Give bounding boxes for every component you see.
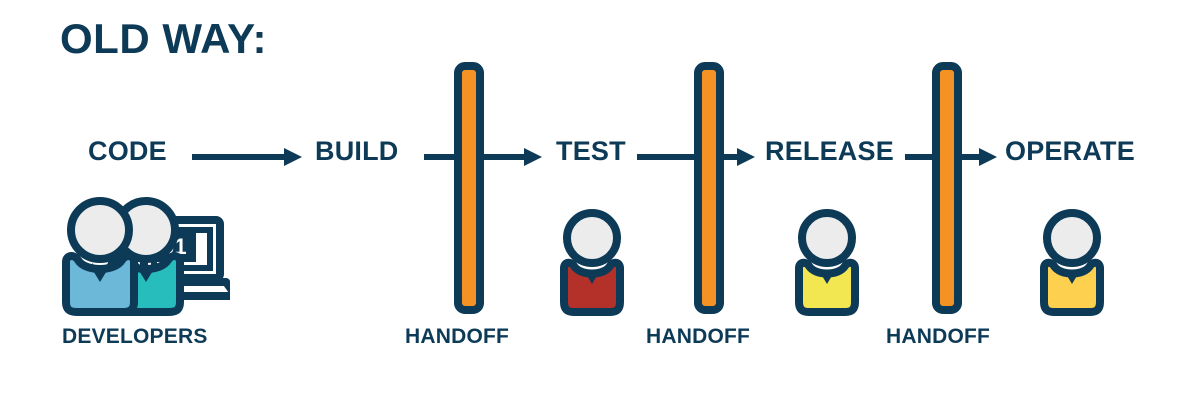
stage-label-release: RELEASE — [765, 136, 894, 166]
stage-label-build: BUILD — [315, 136, 399, 166]
handoff-label-1: HANDOFF — [405, 325, 510, 348]
test-person-icon — [540, 206, 644, 318]
operate-person-icon — [1020, 206, 1124, 318]
arrow-code-to-build-icon — [192, 146, 302, 168]
page-title: OLD WAY: — [60, 15, 268, 62]
stage-label-operate: OPERATE — [1005, 136, 1135, 166]
handoff-label-2: HANDOFF — [646, 325, 751, 348]
developers-icon: 10101 — [50, 196, 230, 320]
release-person-icon — [775, 206, 879, 318]
handoff-label-3: HANDOFF — [886, 325, 991, 348]
developer-left — [62, 197, 138, 316]
stage-label-test: TEST — [556, 136, 626, 166]
developers-label: DEVELOPERS — [62, 325, 208, 348]
handoff-bar-1 — [454, 62, 484, 314]
stage-label-code: CODE — [88, 136, 167, 166]
handoff-bar-3 — [932, 62, 962, 314]
handoff-bar-2 — [694, 62, 724, 314]
